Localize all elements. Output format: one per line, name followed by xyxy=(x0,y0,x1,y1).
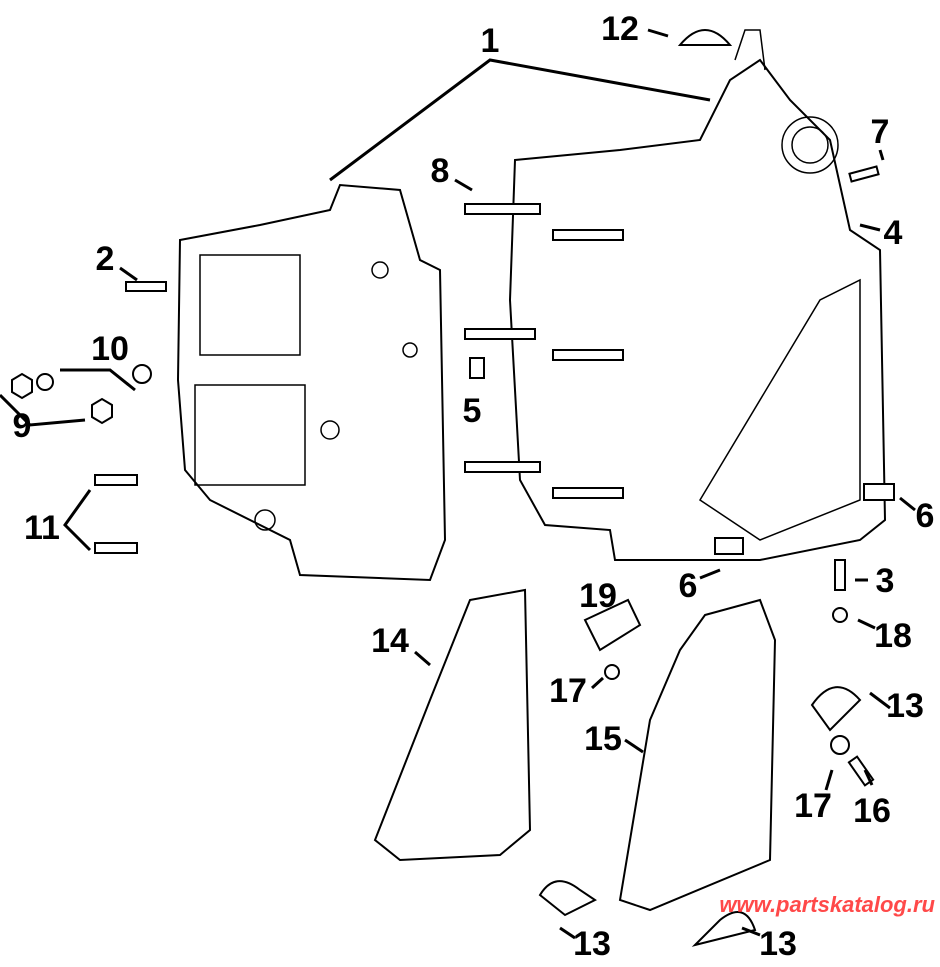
callout-15: 15 xyxy=(584,720,622,758)
watermark: www.partskatalog.ru xyxy=(719,892,935,917)
callout-13a: 13 xyxy=(886,687,924,725)
leader-lines xyxy=(0,28,916,940)
callout-16: 16 xyxy=(853,792,891,830)
callout-13c: 13 xyxy=(759,925,797,963)
callout-6a: 6 xyxy=(916,497,935,535)
callout-12: 12 xyxy=(601,10,639,48)
callout-6b: 6 xyxy=(679,567,698,605)
callout-17a: 17 xyxy=(549,672,587,710)
callout-13b: 13 xyxy=(573,925,611,963)
callout-8: 8 xyxy=(431,152,450,190)
callout-9: 9 xyxy=(13,407,32,445)
callout-17b: 17 xyxy=(794,787,832,825)
crankcase-right-half xyxy=(508,29,887,561)
callout-labels: 1 12 7 8 4 2 10 5 9 11 6 6 3 18 19 14 17… xyxy=(13,10,935,963)
callout-3: 3 xyxy=(876,562,895,600)
gasket-15 xyxy=(618,598,777,912)
callout-5: 5 xyxy=(463,392,482,430)
callout-14: 14 xyxy=(371,622,409,660)
crankcase-left-half xyxy=(176,183,447,582)
studs xyxy=(464,203,624,499)
small-parts xyxy=(11,29,895,947)
callout-2: 2 xyxy=(96,240,115,278)
callout-11: 11 xyxy=(24,509,60,547)
callout-10: 10 xyxy=(91,330,129,368)
callout-19: 19 xyxy=(579,577,617,615)
callout-18: 18 xyxy=(874,617,912,655)
gasket-14 xyxy=(373,588,532,862)
callout-1: 1 xyxy=(481,22,500,60)
callout-4: 4 xyxy=(884,214,903,252)
callout-7: 7 xyxy=(871,113,890,151)
